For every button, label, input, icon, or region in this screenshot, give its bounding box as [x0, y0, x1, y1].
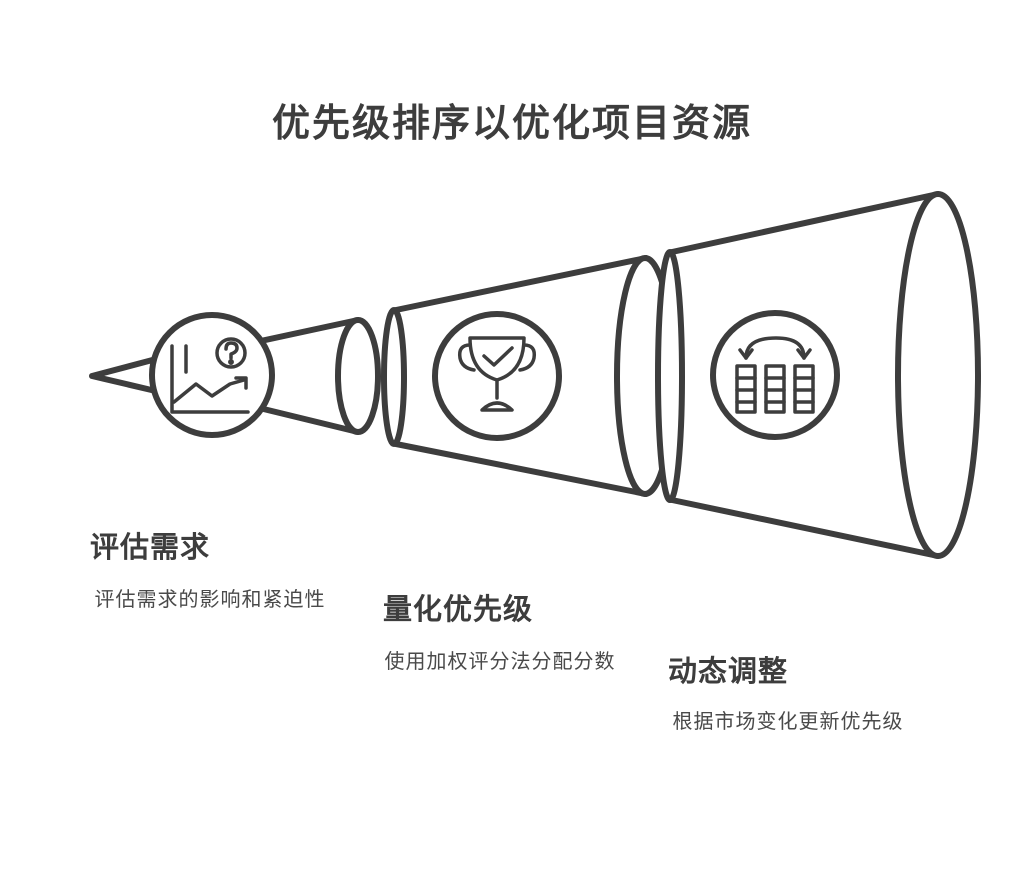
stage-1-description: 评估需求的影响和紧迫性 [94, 587, 326, 611]
stage-3-icon-circle [710, 310, 840, 440]
rearrange-columns-icon [735, 336, 815, 414]
funnel-segment-2-back-rim [381, 307, 407, 447]
funnel-segment-3-rim [895, 191, 981, 559]
stage-3-heading: 动态调整 [668, 654, 789, 688]
stage-2-heading: 量化优先级 [383, 592, 534, 626]
stage-1-heading: 评估需求 [90, 530, 211, 564]
stage-2-description: 使用加权评分法分配分数 [384, 649, 616, 673]
stage-3-description: 根据市场变化更新优先级 [672, 709, 904, 733]
stage-2-icon-circle [432, 311, 562, 441]
chart-question-icon [170, 337, 250, 414]
trophy-icon [457, 336, 537, 412]
stage-1-icon-circle [149, 312, 275, 438]
diagram-title: 优先级排序以优化项目资源 [271, 101, 752, 145]
funnel-segment-1-rim [335, 317, 381, 435]
funnel-segment-3-back-rim [655, 249, 685, 503]
